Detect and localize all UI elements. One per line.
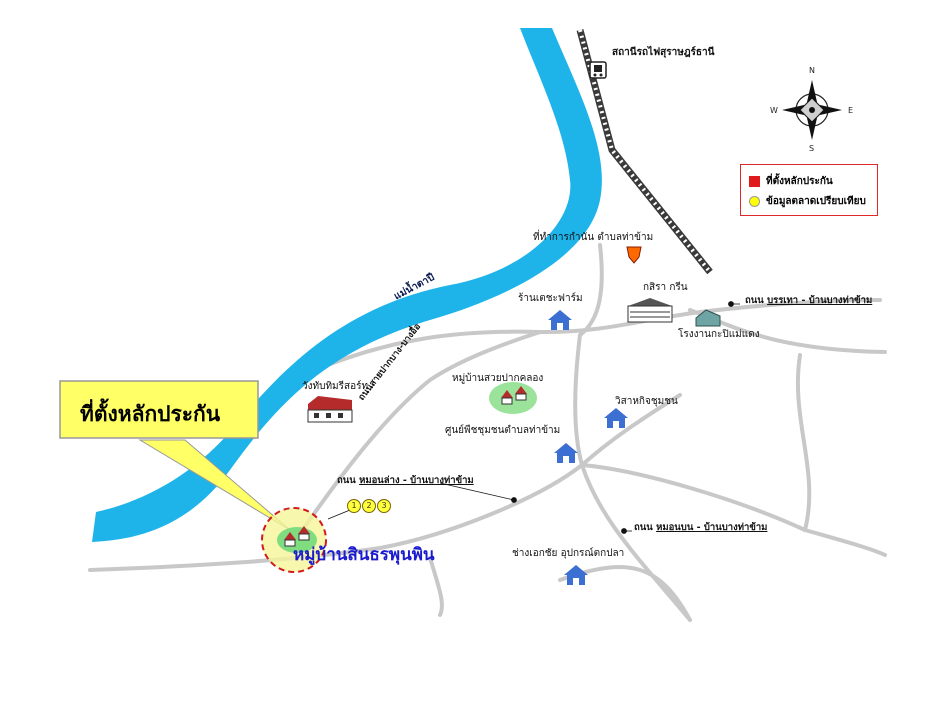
road-prefix: ถนน bbox=[745, 295, 764, 306]
market-marker-3: 3 bbox=[377, 499, 391, 513]
road-north bbox=[578, 243, 604, 337]
house-icon-wisahakit bbox=[604, 408, 628, 428]
yellow-circle-icon bbox=[749, 196, 760, 207]
callout-label: ที่ตั้งหลักประกัน bbox=[80, 402, 221, 426]
farm-shop-label: ร้านเตชะฟาร์ม bbox=[518, 293, 583, 304]
road-name: หมอนบน - บ้านบางท่าข้าม bbox=[656, 522, 768, 533]
legend-label: ข้อมูลตลาดเปรียบเทียบ bbox=[766, 196, 866, 207]
legend: ที่ตั้งหลักประกัน ข้อมูลตลาดเปรียบเทียบ bbox=[740, 164, 878, 216]
legend-item-collateral: ที่ตั้งหลักประกัน bbox=[749, 174, 833, 189]
road-diagonal bbox=[288, 330, 542, 550]
kasira-label: กสิรา กรีน bbox=[643, 282, 688, 293]
compass-n-label: N bbox=[809, 66, 815, 75]
road-name: บรรเทา - บ้านบางท่าข้าม bbox=[767, 295, 873, 306]
compass-w-label: W bbox=[770, 106, 778, 115]
road-name: หมอนล่าง - บ้านบางท่าข้าม bbox=[359, 475, 474, 486]
road-far-east bbox=[803, 528, 887, 557]
road-label-bantao: ถนน บรรเทา - บ้านบางท่าข้าม bbox=[745, 296, 872, 306]
road-south-main bbox=[88, 463, 584, 572]
train-station-label: สถานีรถไฟสุราษฎร์ธานี bbox=[612, 47, 715, 58]
village-cluster-icon bbox=[489, 382, 537, 414]
callout-box bbox=[59, 380, 259, 439]
legend-item-market: ข้อมูลตลาดเปรียบเทียบ bbox=[749, 194, 866, 209]
building-icon-kasira bbox=[627, 298, 673, 323]
road-prefix: ถนน bbox=[337, 475, 356, 486]
compass-e-label: E bbox=[848, 106, 854, 115]
house-icon-shop-chang bbox=[564, 565, 588, 585]
road-label-monbon: ถนน หมอนบน - บ้านบางท่าข้าม bbox=[634, 523, 767, 533]
road-wisahakit bbox=[580, 393, 682, 467]
road-south-sw bbox=[428, 556, 444, 617]
brick-factory-label: โรงงานกะปิแม่แดง bbox=[678, 329, 760, 340]
market-marker-2: 2 bbox=[362, 499, 376, 513]
shop-chang-label: ช่างเอกชัย อุปกรณ์ตกปลา bbox=[512, 548, 625, 559]
road-to-east-south bbox=[580, 463, 807, 532]
callout-pointer bbox=[138, 439, 291, 531]
subject-location-marker bbox=[261, 507, 327, 573]
legend-label: ที่ตั้งหลักประกัน bbox=[766, 176, 833, 187]
house-icon-community bbox=[554, 443, 578, 463]
road-label-leaders bbox=[327, 301, 740, 534]
compass-icon bbox=[782, 80, 842, 140]
road-main-east bbox=[313, 298, 882, 372]
compass-s-label: S bbox=[809, 144, 815, 153]
factory-icon bbox=[695, 309, 721, 327]
road-label-monlang: ถนน หมอนล่าง - บ้านบางท่าข้าม bbox=[337, 476, 474, 486]
road-south-vert bbox=[580, 463, 692, 622]
market-marker-1: 1 bbox=[347, 499, 361, 513]
emblem-icon bbox=[626, 246, 642, 264]
red-square-icon bbox=[749, 176, 760, 187]
road-east-vertical bbox=[795, 353, 812, 532]
subdistrict-office-label: ที่ทำการกำนัน ตำบลท่าข้าม bbox=[533, 232, 654, 243]
community-center-label: ศูนย์พืชชุมชนตำบลท่าข้าม bbox=[445, 425, 561, 436]
village-name-label: หมู่บ้านสินธรพุนพิน bbox=[293, 545, 435, 565]
village-suan-label: หมู่บ้านสวยปากคลอง bbox=[452, 373, 544, 384]
river-tapee bbox=[92, 28, 602, 542]
train-station-icon bbox=[589, 61, 607, 79]
road-mid-vertical bbox=[573, 333, 584, 467]
road-prefix: ถนน bbox=[634, 522, 653, 533]
resort-icon bbox=[307, 396, 353, 423]
resort-label: วังทับทิมรีสอร์ท bbox=[302, 381, 369, 392]
wisahakit-label: วิสาหกิจชุมชน bbox=[615, 396, 678, 407]
house-icon-farm-shop bbox=[548, 310, 572, 330]
